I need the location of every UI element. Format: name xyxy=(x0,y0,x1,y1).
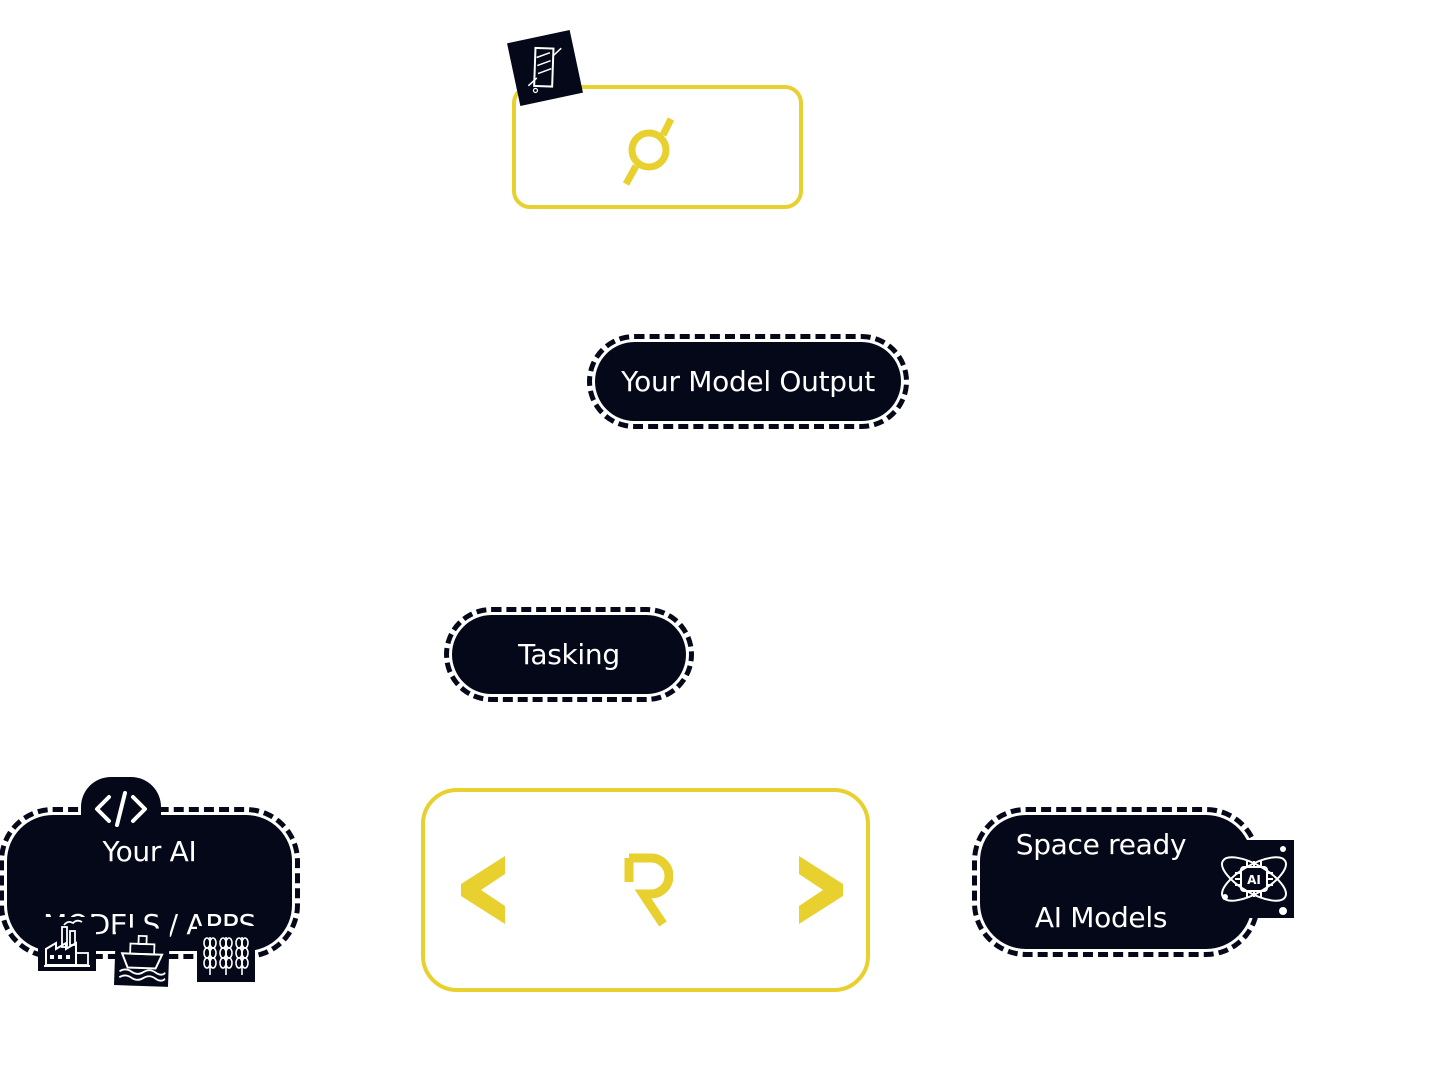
satellite-panel-tile xyxy=(507,30,583,106)
factory-icon xyxy=(44,919,90,967)
r-logo-icon xyxy=(624,853,673,927)
space-ready-label: Space ready AI Models xyxy=(1016,791,1187,973)
tasking-node: Tasking xyxy=(444,607,694,702)
tasking-label: Tasking xyxy=(518,638,620,671)
chevron-right-icon xyxy=(799,856,843,924)
code-badge xyxy=(81,777,161,841)
ai-atom-chip-icon: AI xyxy=(1221,846,1287,915)
model-output-label: Your Model Output xyxy=(621,365,875,398)
space-ready-label-line1: Space ready xyxy=(1015,828,1187,862)
ship-icon xyxy=(118,934,167,982)
satellite-logo-icon xyxy=(622,117,675,186)
satellite-box xyxy=(512,85,803,209)
crops-tile xyxy=(197,926,255,982)
space-ready-label-line2: AI Models xyxy=(1034,901,1168,935)
chevron-left-icon xyxy=(461,856,505,924)
satellite-panel-icon xyxy=(527,46,562,94)
code-brackets-icon xyxy=(95,791,147,827)
factory-tile xyxy=(38,917,96,971)
ai-atom-tile: AI xyxy=(1214,840,1294,918)
wheat-crops-icon xyxy=(203,937,249,975)
ship-tile xyxy=(114,927,170,987)
ai-badge-label: AI xyxy=(1247,873,1261,887)
platform-box xyxy=(421,788,870,992)
model-output-node: Your Model Output xyxy=(587,334,909,429)
space-ready-node: Space ready AI Models xyxy=(972,807,1260,957)
